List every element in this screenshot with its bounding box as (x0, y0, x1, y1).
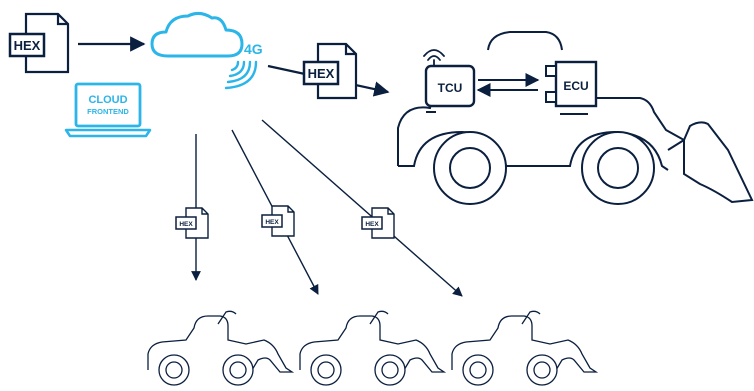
fleet-loader-3 (451, 310, 597, 386)
network-label: 4G (244, 41, 263, 57)
tcu-label: TCU (438, 81, 463, 95)
fleet-hex-file-2: HEX (261, 205, 295, 237)
frontend-label-line2: FRONTEND (87, 107, 129, 116)
wheel-loader-icon (147, 310, 293, 386)
fleet-arrow-3 (261, 119, 463, 297)
wheel-loader-main (397, 31, 754, 204)
laptop-icon (74, 82, 142, 128)
wheel-front (433, 131, 507, 205)
document-icon (185, 207, 209, 239)
hex-label: HEX (179, 221, 193, 228)
source-hex-file: HEX (8, 12, 70, 74)
fleet-hex-file-1: HEX (175, 207, 209, 239)
wireless-signal-icon (224, 60, 258, 90)
wheel-loader-icon (299, 310, 445, 386)
wheel-loader-icon (451, 310, 597, 386)
telematics-unit-icon (424, 64, 476, 108)
ecu-unit: ECU (545, 60, 598, 108)
cloud-icon (150, 11, 244, 58)
ecu-label: ECU (563, 79, 588, 93)
hex-label: HEX (308, 66, 335, 81)
fleet-loader-1 (147, 310, 293, 386)
wheel-rear (581, 131, 655, 205)
fleet-loader-2 (299, 310, 445, 386)
document-icon (271, 205, 295, 237)
document-icon (371, 207, 395, 239)
transfer-hex-file: HEX (302, 42, 358, 100)
hex-label: HEX (265, 219, 279, 226)
tcu-unit: TCU (423, 49, 476, 108)
control-unit-icon (554, 60, 598, 108)
document-icon (24, 12, 70, 74)
frontend-label-line1: CLOUD (88, 94, 127, 106)
tcu-signal-icon (423, 49, 445, 67)
fleet-hex-file-3: HEX (361, 207, 395, 239)
hex-label: HEX (14, 38, 41, 53)
cloud-frontend-laptop: CLOUD FRONTEND (64, 82, 152, 138)
hex-label: HEX (365, 221, 379, 228)
